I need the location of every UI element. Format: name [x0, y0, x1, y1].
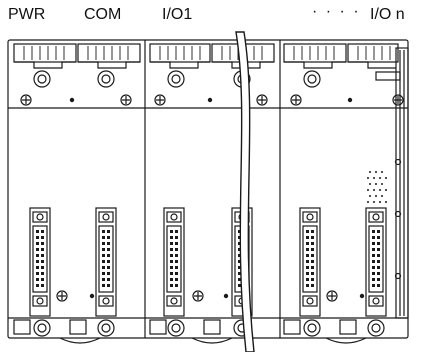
screw-icon: [120, 94, 132, 106]
screw-icon: [392, 94, 404, 106]
screw-icon: [56, 290, 68, 302]
rack-housing: [7, 39, 409, 339]
vent-grille: [367, 171, 387, 203]
label-pwr: PWR: [8, 6, 46, 23]
screw-icon: [154, 94, 166, 106]
connector-ion-a: [299, 207, 321, 317]
label-com: COM: [84, 6, 122, 23]
label-ellipsis: · · · ·: [312, 3, 361, 20]
label-io1: I/O1: [162, 6, 193, 23]
connector-ion: [365, 207, 387, 317]
break-lines: [235, 31, 255, 352]
connector-pwr: [29, 207, 51, 317]
screw-icon: [256, 94, 268, 106]
bottom-latches: [13, 319, 385, 344]
pin-header-connectors: [29, 207, 387, 317]
screw-icon: [326, 290, 338, 302]
screw-icon: [20, 94, 32, 106]
screws: [20, 94, 404, 302]
top-round-sockets: [33, 70, 321, 88]
label-io-n: I/O n: [370, 6, 405, 23]
connector-com: [95, 207, 117, 317]
connector-io1: [163, 207, 185, 317]
screw-icon: [192, 290, 204, 302]
screw-icon: [290, 94, 302, 106]
top-terminals: [13, 43, 399, 69]
